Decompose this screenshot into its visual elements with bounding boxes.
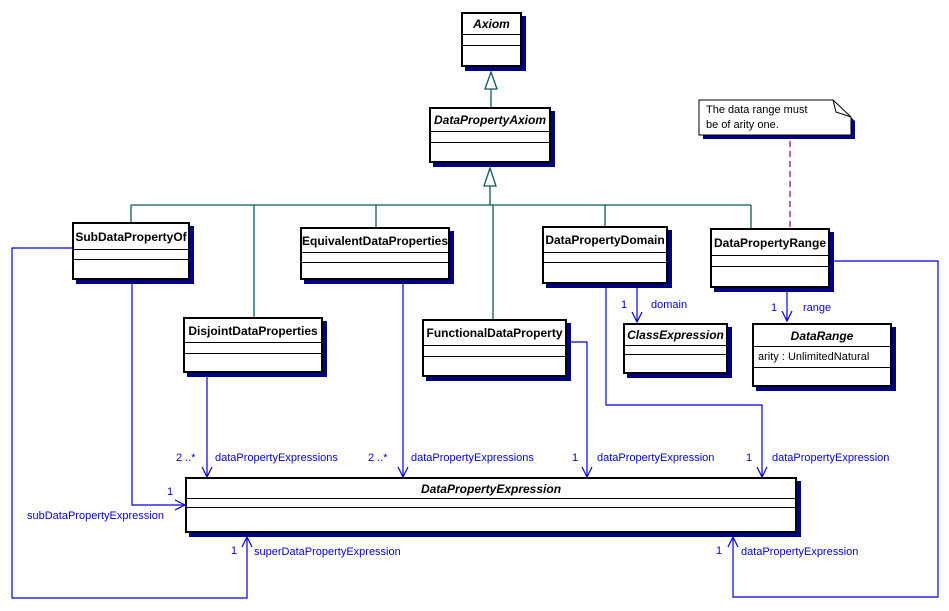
class-datapropertydomain-attributes [544,252,666,262]
class-datapropertyexpression-title: DataPropertyExpression [420,481,562,496]
multiplicity-range-assoc: 1 [716,545,723,557]
note-line-2: be of arity one. [706,119,779,131]
class-axiom-operations [463,45,520,65]
class-datapropertyrange-operations [712,266,828,286]
class-datapropertyrange-attributes [712,255,828,266]
class-classexpression-attributes [625,345,726,354]
multiplicity-range: 1 [771,302,778,314]
role-superdatapropertyexpression: superDataPropertyExpression [254,546,401,558]
class-datarange[interactable]: DataRange arity : UnlimitedNatural [752,323,892,387]
class-disjointdataproperties[interactable]: DisjointDataProperties [183,317,323,373]
class-functionaldataproperty-attributes [424,345,565,356]
multiplicity-equivalent: 2 ..* [368,452,388,464]
class-datapropertyaxiom-attributes [431,131,549,142]
role-functional-datapropertyexpression: dataPropertyExpression [597,452,715,464]
class-disjointdataproperties-title: DisjointDataProperties [188,323,318,338]
note-line-1: The data range must [706,104,808,116]
class-subdatapropertyof-operations [74,259,188,278]
class-datapropertyrange-title: DataPropertyRange [713,235,827,250]
class-datapropertyrange[interactable]: DataPropertyRange [710,228,830,288]
class-functionaldataproperty-title: FunctionalDataProperty [426,326,563,340]
class-classexpression[interactable]: ClassExpression [623,323,728,374]
class-datapropertyexpression-operations [187,507,795,531]
multiplicity-disjoint: 2 ..* [176,452,196,464]
class-equivalentdataproperties-attributes [302,252,448,262]
class-equivalentdataproperties[interactable]: EquivalentDataProperties [300,227,450,280]
class-subdatapropertyof-title: SubDataPropertyOf [75,229,187,244]
role-range: range [803,302,832,314]
role-equivalent-datapropertyexpressions: dataPropertyExpressions [411,452,534,464]
class-axiom-attributes [463,34,520,45]
class-datapropertydomain[interactable]: DataPropertyDomain [542,226,668,284]
class-functionaldataproperty-operations [424,356,565,375]
class-datarange-attributes: arity : UnlimitedNatural [754,346,890,367]
class-equivalentdataproperties-operations [302,262,448,278]
multiplicity-subdataproperty: 1 [167,486,174,498]
note-shape [698,99,855,139]
class-datarange-title: DataRange [790,328,854,343]
class-datapropertyexpression-attributes [187,498,795,507]
role-disjoint-datapropertyexpressions: dataPropertyExpressions [215,452,338,464]
class-datapropertyaxiom-title: DataPropertyAxiom [433,113,547,127]
role-domain: domain [651,299,688,311]
class-datapropertyexpression[interactable]: DataPropertyExpression [185,477,797,533]
role-subdatapropertyexpression: subDataPropertyExpression [27,510,164,522]
generalization-edges [130,70,752,319]
class-subdatapropertyof[interactable]: SubDataPropertyOf [72,222,190,280]
multiplicity-superdataproperty: 1 [231,545,238,557]
class-axiom-title: Axiom [473,17,510,31]
class-equivalentdataproperties-title: EquivalentDataProperties [302,233,448,248]
class-datapropertyaxiom[interactable]: DataPropertyAxiom [429,107,551,163]
note-comment[interactable]: The data range must be of arity one. [706,103,808,133]
class-classexpression-title: ClassExpression [627,328,724,342]
class-disjointdataproperties-attributes [185,342,321,353]
class-functionaldataproperty[interactable]: FunctionalDataProperty [422,319,567,377]
class-subdatapropertyof-attributes [74,249,188,259]
role-domain-datapropertyexpression: dataPropertyExpression [772,452,890,464]
class-datapropertyaxiom-operations [431,142,549,161]
class-datarange-operations [754,367,890,385]
class-classexpression-operations [625,354,726,372]
multiplicity-functional: 1 [572,452,579,464]
datarange-arity-attribute: arity : UnlimitedNatural [758,351,870,363]
class-datapropertydomain-operations [544,262,666,282]
class-datapropertydomain-title: DataPropertyDomain [545,233,665,247]
multiplicity-domain: 1 [621,299,628,311]
role-range-datapropertyexpression: dataPropertyExpression [741,546,859,558]
class-disjointdataproperties-operations [185,353,321,371]
multiplicity-domain-assoc: 1 [746,452,753,464]
class-axiom[interactable]: Axiom [461,12,522,67]
